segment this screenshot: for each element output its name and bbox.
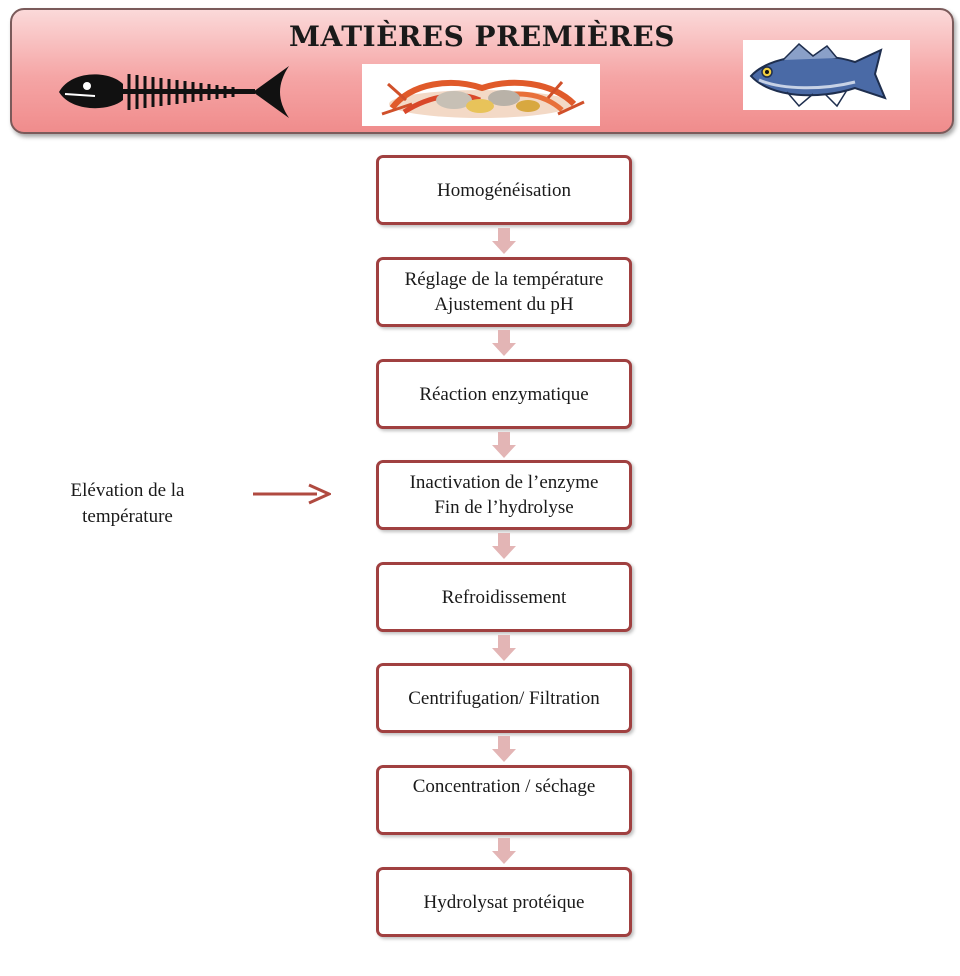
- flow-arrow-icon: [492, 330, 516, 356]
- step-line: Concentration / séchage: [412, 776, 596, 797]
- step-enzymatic-reaction: Réaction enzymatique: [376, 359, 632, 429]
- step-centrifugation-filtration: Centrifugation/ Filtration: [376, 663, 632, 733]
- step-line: Hydrolysat protéique: [423, 891, 585, 913]
- step-cooling: Refroidissement: [376, 562, 632, 632]
- blue-fish-photo: [743, 40, 910, 110]
- banner-title: MATIÈRES PREMIÈRES: [289, 20, 675, 53]
- step-line: Inactivation de l’enzyme: [409, 472, 599, 493]
- step-line: Réaction enzymatique: [419, 383, 589, 405]
- step-concentration-drying: Concentration / séchage: [376, 765, 632, 835]
- step-line: Homogénéisation: [436, 179, 572, 201]
- flow-arrow-icon: [492, 432, 516, 458]
- step-enzyme-inactivation: Inactivation de l’enzyme Fin de l’hydrol…: [376, 460, 632, 530]
- seafood-photo: [362, 64, 600, 126]
- flow-arrow-icon: [492, 228, 516, 254]
- step-line: Réglage de la température: [404, 269, 604, 290]
- right-arrow-icon: [253, 483, 331, 505]
- flow-arrow-icon: [492, 635, 516, 661]
- fish-skeleton-icon: [59, 66, 289, 118]
- side-note-line: température: [82, 506, 173, 527]
- side-note-line: Elévation de la: [70, 480, 185, 501]
- flow-arrow-icon: [492, 838, 516, 864]
- step-line: Fin de l’hydrolyse: [434, 497, 574, 518]
- step-line: Ajustement du pH: [434, 294, 574, 315]
- flow-arrow-icon: [492, 736, 516, 762]
- flow-arrow-icon: [492, 533, 516, 559]
- step-temperature-ph: Réglage de la température Ajustement du …: [376, 257, 632, 327]
- step-protein-hydrolysate: Hydrolysat protéique: [376, 867, 632, 937]
- step-line: Refroidissement: [441, 586, 567, 608]
- step-homogenisation: Homogénéisation: [376, 155, 632, 225]
- raw-materials-banner: MATIÈRES PREMIÈRES: [10, 8, 954, 134]
- step-line: Centrifugation/ Filtration: [408, 687, 600, 709]
- temperature-rise-note: Elévation de la température: [40, 478, 215, 530]
